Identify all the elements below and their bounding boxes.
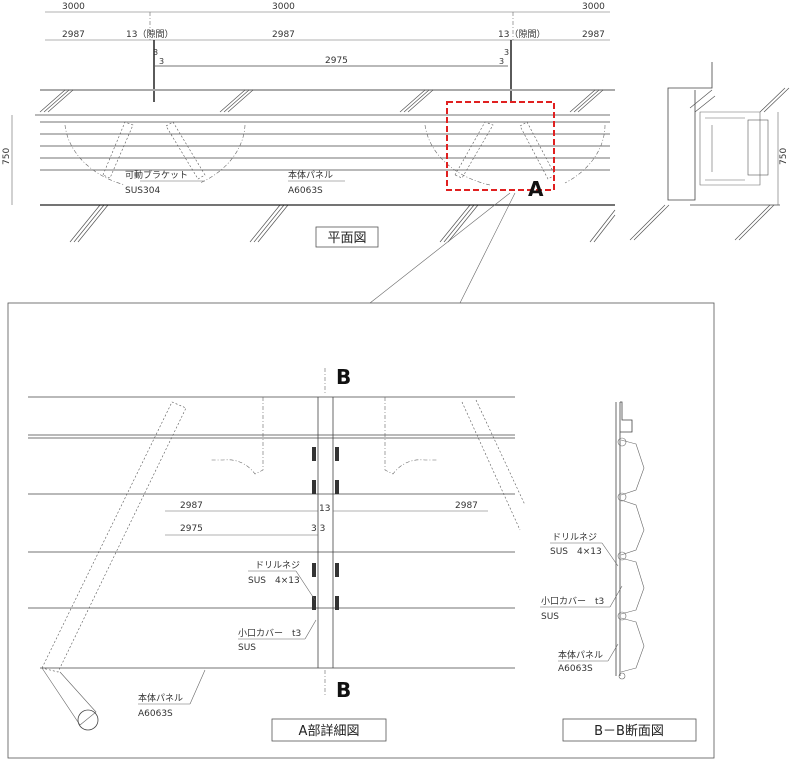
dim-3: 3 (153, 48, 158, 57)
dim-2975: 2975 (325, 56, 348, 66)
hidden-outline (210, 397, 264, 475)
dim-2987-right: 2987 (582, 30, 605, 40)
dim-3000-center: 3000 (272, 2, 295, 12)
gap-label-right: 13（隙間） (498, 28, 545, 40)
section-mark-top: B (336, 365, 351, 389)
panel-material: A6063S (138, 709, 173, 719)
dim-2987-center: 2987 (272, 30, 295, 40)
drill-screws (312, 447, 339, 610)
section-title-box (562, 718, 697, 742)
leader-line (189, 669, 206, 705)
side-depth-dim: 750 (779, 148, 789, 165)
plan-title: 平面図 (327, 231, 366, 246)
detail-frame (7, 302, 715, 759)
section-screw-spec: SUS 4×13 (550, 547, 602, 557)
plan-view: 3000 3000 3000 2987 2987 2987 13（隙間） 13（… (2, 2, 616, 304)
dim-2975: 2975 (180, 524, 203, 534)
panel-material: A6063S (288, 186, 323, 196)
dim-3-3: 3 3 (311, 524, 325, 534)
dim-2987-left: 2987 (180, 501, 203, 511)
plan-title-box (315, 226, 379, 248)
bracket-arm-left (41, 401, 187, 673)
joint-circles (617, 437, 627, 680)
section-cover-material: SUS (541, 612, 559, 622)
panel-lines (35, 114, 615, 206)
bracket-pivot (77, 709, 99, 731)
dim-3000-left: 3000 (62, 2, 85, 12)
cover-name: 小口カバー t3 (238, 628, 301, 639)
section-mark-bottom: B (336, 678, 351, 702)
wall-hatch (39, 89, 616, 243)
section-panel-name: 本体パネル (558, 649, 603, 661)
dim-3: 3 (499, 57, 504, 66)
bracket-swing-arcs (64, 124, 606, 186)
movable-brackets (102, 121, 556, 180)
callout-label-a: A (528, 177, 544, 201)
detail-a-view: B B 2987 2987 13 2975 3 3 ドリルネジ SUS 4×13… (28, 365, 526, 742)
detail-panel-lines (28, 396, 515, 669)
bracket-material: SUS304 (125, 186, 160, 196)
section-title: B－B断面図 (594, 724, 664, 739)
dim-3: 3 (159, 57, 164, 66)
bracket-name: 可動ブラケット (125, 169, 188, 181)
leader-line (295, 570, 316, 601)
detail-leader (369, 192, 511, 304)
detail-callout-box (446, 101, 555, 191)
section-cover-name: 小口カバー t3 (541, 596, 604, 607)
depth-dim: 750 (2, 148, 12, 165)
dim-3000-right: 3000 (582, 2, 605, 12)
leader-line (601, 542, 619, 567)
section-screw-name: ドリルネジ (552, 532, 597, 543)
detail-title: A部詳細図 (299, 723, 360, 739)
side-view: 750 (629, 62, 790, 241)
cover-material: SUS (238, 643, 256, 653)
screw-name: ドリルネジ (255, 560, 300, 571)
detail-title-box (271, 718, 387, 742)
section-bb-view: ドリルネジ SUS 4×13 小口カバー t3 SUS 本体パネル A6063S… (540, 401, 697, 742)
dim-2987-right: 2987 (455, 501, 478, 511)
leader-line (304, 619, 317, 640)
screw-spec: SUS 4×13 (248, 576, 300, 586)
leader-line (609, 585, 623, 608)
dim-3: 3 (504, 48, 509, 57)
bracket-arm-right (461, 399, 526, 531)
detail-leader (459, 192, 516, 304)
gap-13: 13 (319, 504, 330, 514)
section-panel-material: A6063S (558, 664, 593, 674)
panel-name: 本体パネル (288, 169, 333, 181)
hidden-outline (384, 397, 438, 475)
dim-2987-left: 2987 (62, 30, 85, 40)
leader-line (607, 643, 619, 662)
panel-name: 本体パネル (138, 692, 183, 704)
bracket-foot (41, 667, 97, 726)
